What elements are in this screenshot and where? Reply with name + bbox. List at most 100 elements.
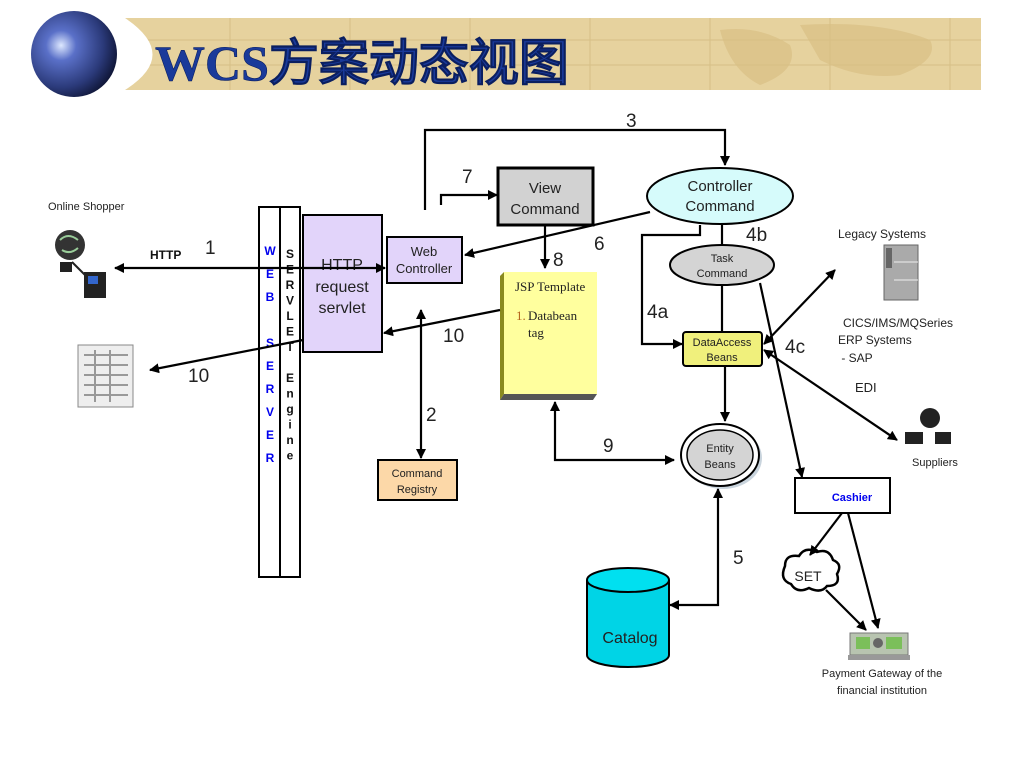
edge-cashier-set <box>809 512 843 556</box>
entity-beans-node <box>680 423 762 489</box>
edge-task-cashier <box>758 282 805 478</box>
report-document-icon <box>77 344 134 408</box>
suppliers-icon <box>905 408 951 444</box>
suppliers-label: Suppliers <box>912 457 958 469</box>
edge-label-10: 10 <box>443 326 464 347</box>
edges <box>114 128 898 631</box>
controller-command-label: Command <box>685 198 754 215</box>
legacy-detail-label: CICS/IMS/MQSeries <box>843 316 953 330</box>
servlet-engine-column <box>279 206 301 578</box>
edge-label-4a: 4a <box>647 302 669 323</box>
column-letter: e <box>287 449 294 463</box>
jsp-item-label: Databean <box>528 308 578 323</box>
edge-10-out <box>149 338 304 374</box>
http-request-servlet-box <box>302 214 383 353</box>
legacy-detail-label: ERP Systems <box>838 333 912 347</box>
column-letter: E <box>266 359 274 373</box>
edge-label-10: 10 <box>188 366 209 387</box>
edge-7 <box>439 190 498 205</box>
jsp-item-label: tag <box>528 325 544 340</box>
jsp-template-title: JSP Template <box>515 279 585 294</box>
legacy-server-icon <box>883 244 919 301</box>
web-controller-box <box>386 236 463 284</box>
edge-4c-legacy <box>763 269 836 345</box>
dataaccess-beans-label: Beans <box>706 352 738 364</box>
command-registry-box <box>377 459 458 501</box>
edge-label-1: 1 <box>205 238 216 259</box>
dataaccess-beans-label: DataAccess <box>693 337 752 349</box>
http-servlet-label: servlet <box>318 300 366 317</box>
jsp-template-box <box>500 272 597 400</box>
edge-cashier-gateway <box>846 512 881 629</box>
column-letter: R <box>266 451 275 465</box>
edge-label-4c: 4c <box>785 337 805 358</box>
http-label: HTTP <box>150 248 181 262</box>
online-shopper-icon <box>55 230 106 298</box>
web-controller-label: Controller <box>396 261 453 276</box>
edge-set-gateway <box>825 589 867 631</box>
edge-label-2: 2 <box>426 405 437 426</box>
http-servlet-label: HTTP <box>321 257 363 274</box>
column-letter: i <box>288 418 291 432</box>
controller-command-label: Controller <box>687 178 752 195</box>
edge-4a <box>640 225 702 349</box>
task-command-label: Command <box>697 268 748 280</box>
payment-gateway-icon <box>848 632 910 660</box>
edge-label-5: 5 <box>733 548 744 569</box>
edge-label-6: 6 <box>594 234 605 255</box>
edge-label-7: 7 <box>462 167 473 188</box>
jsp-item-number: 1. <box>516 308 526 323</box>
column-letter: L <box>286 309 293 323</box>
set-cloud-icon <box>781 548 841 592</box>
column-letter: E <box>286 263 294 277</box>
column-letter: R <box>286 278 295 292</box>
column-letter: E <box>266 428 274 442</box>
set-label: SET <box>794 568 822 584</box>
column-letter: E <box>286 325 294 339</box>
http-servlet-label: request <box>315 279 369 296</box>
edge-9 <box>550 401 675 465</box>
column-letter: E <box>286 371 294 385</box>
edge-label-9: 9 <box>603 436 614 457</box>
cashier-label: Cashier <box>832 492 873 504</box>
entity-beans-label: Entity <box>706 443 734 455</box>
edge-6 <box>464 210 651 258</box>
column-letter: S <box>286 247 294 261</box>
command-registry-label: Command <box>392 468 443 480</box>
column-letter: n <box>286 387 293 401</box>
column-letter: W <box>264 244 276 258</box>
edge-label-3: 3 <box>626 111 637 132</box>
legacy-systems-label: Legacy Systems <box>838 227 926 241</box>
online-shopper-label: Online Shopper <box>48 201 125 213</box>
view-command-box <box>496 166 595 227</box>
payment-gateway-label: financial institution <box>837 685 927 697</box>
edge-10-jsp <box>383 308 501 337</box>
view-command-label: View <box>529 180 561 197</box>
catalog-database-icon <box>586 567 670 668</box>
slide-title: WCS方案动态视图 <box>155 35 569 91</box>
entity-beans-label: Beans <box>704 459 736 471</box>
globe-logo-icon <box>31 11 117 97</box>
column-letter: E <box>266 267 274 281</box>
title-banner <box>125 18 981 90</box>
edge-label-4b: 4b <box>746 225 767 246</box>
payment-gateway-label: Payment Gateway of the <box>822 668 942 680</box>
column-letter: V <box>286 294 294 308</box>
web-controller-label: Web <box>411 244 438 259</box>
column-letter: B <box>266 290 275 304</box>
command-registry-label: Registry <box>397 484 438 496</box>
edge-4c-suppliers <box>763 349 898 441</box>
edge-3 <box>423 128 730 210</box>
column-letter: n <box>286 433 293 447</box>
edi-label: EDI <box>855 380 877 395</box>
cashier-box <box>794 477 891 514</box>
edge-label-8: 8 <box>553 250 564 271</box>
column-letter: R <box>266 382 275 396</box>
controller-command-node <box>646 167 794 225</box>
task-command-label: Task <box>711 253 734 265</box>
column-letter: S <box>266 336 274 350</box>
column-letter: g <box>286 402 293 416</box>
column-letter: V <box>266 405 274 419</box>
